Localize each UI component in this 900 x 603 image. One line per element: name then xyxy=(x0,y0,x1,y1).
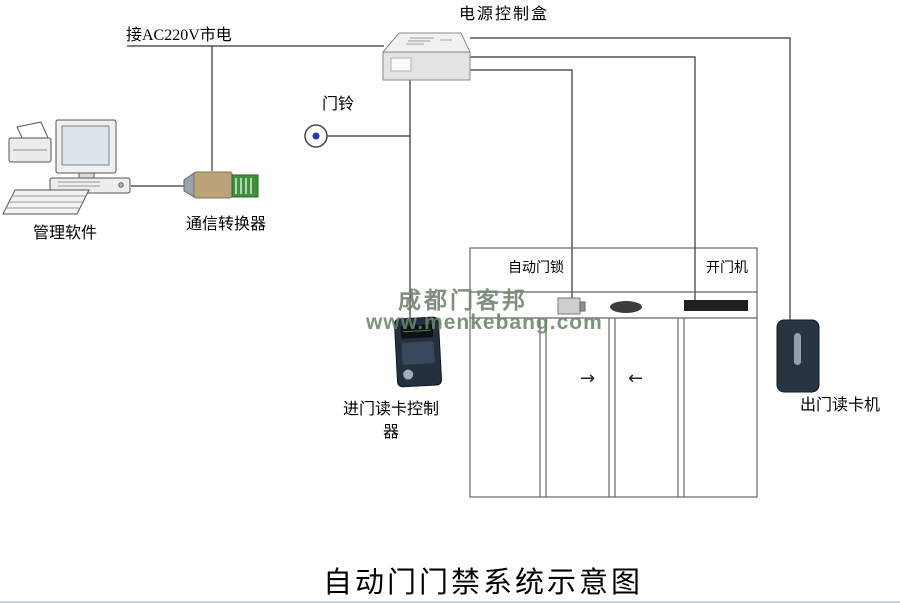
ac-mains-label: 接AC220V市电 xyxy=(126,27,232,44)
power-control-box-graphic xyxy=(381,32,471,81)
door-lock-graphic xyxy=(557,297,586,315)
exit-card-reader-label: 出门读卡机 xyxy=(800,397,881,414)
door-slide-right-arrow: → xyxy=(580,368,596,389)
auto-door-lock-label: 自动门锁 xyxy=(508,261,564,276)
door-frame xyxy=(469,247,758,498)
doorbell-graphic xyxy=(304,124,328,148)
connection-lines xyxy=(127,37,791,320)
watermark-url: www.menkebang.com xyxy=(366,311,603,334)
computer-graphic xyxy=(2,119,131,215)
wire-to-door-opener xyxy=(470,56,696,300)
management-software-label: 管理软件 xyxy=(33,225,98,242)
sensor-graphic xyxy=(610,301,642,313)
wire-to-exit-reader xyxy=(470,37,791,320)
wire-to-door-lock xyxy=(470,69,573,298)
diagram-title: 自动门门禁系统示意图 xyxy=(323,567,644,599)
converter-graphic xyxy=(183,171,259,199)
door-slide-left-arrow: ← xyxy=(628,368,644,389)
power-box-label: 电源控制盒 xyxy=(459,6,550,23)
door-opener-graphic xyxy=(684,300,748,311)
exit-reader-graphic xyxy=(776,319,820,393)
entry-card-controller-label: 进门读卡控制器 xyxy=(342,401,439,442)
watermark-brand: 成都门客邦 xyxy=(398,287,528,313)
entry-reader-graphic xyxy=(394,316,442,388)
monitor-screen xyxy=(61,125,110,166)
comm-converter-label: 通信转换器 xyxy=(186,216,267,233)
monitor-neck xyxy=(78,172,95,179)
doorbell-label: 门铃 xyxy=(322,96,355,113)
door-opener-label: 开门机 xyxy=(706,261,748,276)
